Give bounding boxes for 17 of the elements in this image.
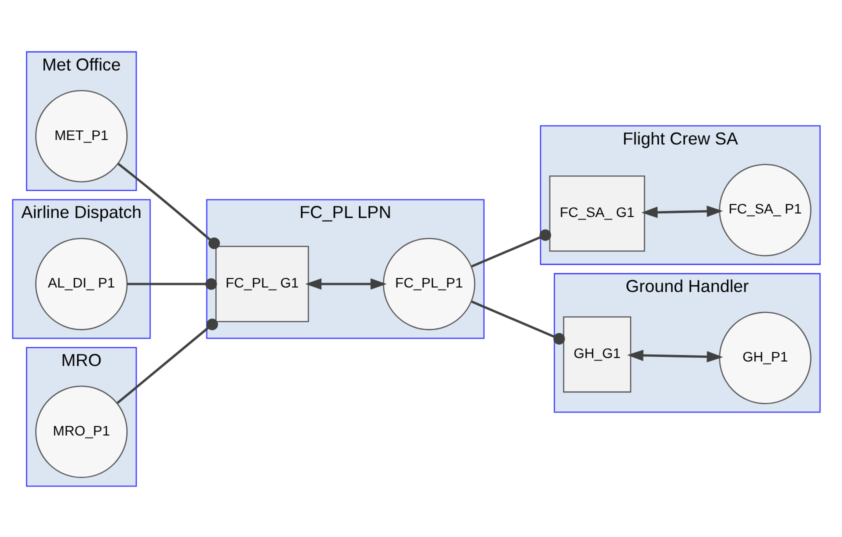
node-circle: FC_SA_ P1 (719, 163, 812, 256)
node-circle: MRO_P1 (35, 385, 128, 478)
node-circle: AL_DI_ P1 (35, 237, 128, 330)
connector (118, 162, 220, 249)
node-box: GH_G1 (563, 316, 632, 392)
arrow (627, 349, 724, 362)
node-circle: FC_PL_P1 (382, 237, 476, 330)
node-circle: MET_P1 (35, 89, 128, 182)
node-box: FC_PL_ G1 (215, 245, 309, 322)
arrow (305, 278, 387, 290)
node-box: FC_SA_ G1 (549, 174, 646, 252)
connector (127, 278, 217, 290)
connector (116, 318, 218, 404)
arrow (641, 205, 723, 218)
node-circle: GH_P1 (719, 311, 812, 404)
connector (471, 300, 565, 344)
connector (471, 228, 552, 267)
